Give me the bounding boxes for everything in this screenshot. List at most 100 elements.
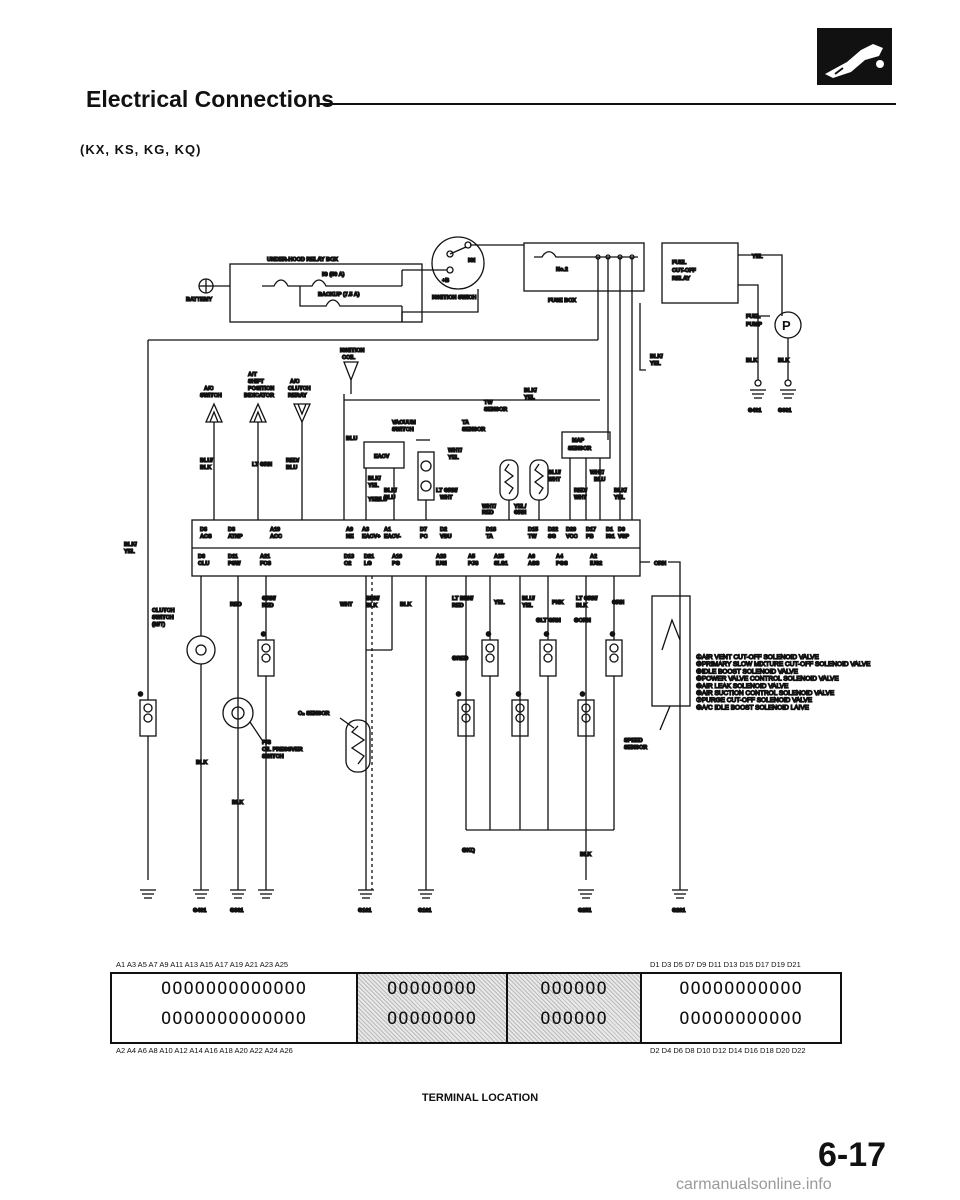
connector-block-b: OOOOOOOO OOOOOOOO: [356, 972, 508, 1044]
page-title: Electrical Connections: [86, 86, 334, 112]
ecu-terminal-name: ACS: [200, 534, 212, 540]
legend-item: ⑧A/C IDLE BOOST SOLENOID LAIVE: [696, 703, 810, 711]
ecu-terminal-id: A23: [436, 554, 446, 560]
wire-label: WHT: [574, 495, 587, 501]
wire-label: BLK: [400, 602, 411, 608]
clutch-switch: CLUTCH SWITCH (M/T): [151, 607, 216, 665]
ecu-terminal-id: D8: [198, 554, 205, 560]
wire-label: BLK: [576, 603, 587, 609]
ground-symbol: [672, 889, 688, 899]
ac-clutch-label: CLUTCH: [288, 386, 311, 392]
ecu-terminal-name: PSW: [228, 561, 241, 567]
ecu-terminal-name: PC: [420, 534, 428, 540]
wire-label: YEL: [614, 495, 625, 501]
wire-label: GRN/: [262, 596, 276, 602]
wire-label: BLU: [384, 495, 395, 501]
ecu-terminal-name: SLS1: [494, 561, 508, 567]
solenoid-7: ⑦: [577, 690, 595, 737]
wire-blk-label: BLK: [746, 358, 757, 364]
ecu-block: [191, 519, 641, 577]
ecu-terminal-id: D21: [364, 554, 374, 560]
tw-thermistor: [529, 459, 549, 501]
ps-pressure-switch: P/S OIL PRESSVER SWITCH: [222, 697, 303, 761]
relay-box-label: UNDER-HOOD RELAY BOX: [267, 257, 338, 263]
ground-symbol: [418, 889, 434, 899]
ecu-terminal-id: A1: [384, 527, 391, 533]
ecu-terminal-name: ASS: [528, 561, 540, 567]
fuse-backup-label: BACKUP (7.5 A): [318, 292, 360, 298]
eacv-label: EACV: [374, 454, 390, 460]
ecu-terminal-id: D7: [420, 527, 427, 533]
pin-row: OOOOOOOOOOOOO: [160, 1009, 308, 1029]
at-shift-label: INDICATOR: [244, 393, 274, 399]
ecu-terminal-id: A5: [468, 554, 475, 560]
at-shift-label: POSITION: [248, 386, 274, 392]
ecu-terminal-id: A9: [346, 527, 353, 533]
ac-clutch-label: RERAY: [288, 393, 307, 399]
legend-item: ⑦PURGE CUT-OFF SOLENOID VALVE: [696, 696, 813, 704]
pins-bottom-right: D2 D4 D6 D8 D10 D12 D14 D16 D18 D20 D22: [650, 1046, 806, 1055]
ground-label: G401: [748, 408, 761, 414]
wire-label: RED: [262, 603, 274, 609]
ground-g601: G601: [777, 379, 796, 415]
ecu-terminal-id: A19: [270, 527, 280, 533]
ecu-terminal-name: TW: [528, 534, 537, 540]
wire-label: BLU: [346, 436, 357, 442]
circled-number: ④: [486, 631, 492, 638]
ground-label: G201: [672, 908, 685, 914]
ecu-terminal-id: A2: [590, 554, 597, 560]
wire-label: BLK: [232, 800, 243, 806]
o2-sensor-label: O₂ SENSOR: [298, 711, 330, 717]
ecu-terminal-name: FCS: [260, 561, 271, 567]
ecu-terminal-name: IUSI: [436, 561, 447, 567]
wire-label: BLK/: [650, 354, 663, 360]
ecu-terminal-id: A25: [494, 554, 504, 560]
eacv: EACV: [363, 441, 405, 469]
ecu-terminal-name: TA: [486, 534, 493, 540]
wire-label: BLU: [376, 497, 387, 503]
solenoid-3: ③: [455, 690, 475, 737]
wire-label: LT GRN/: [436, 488, 458, 494]
ac-switch-label: SWITCH: [200, 393, 222, 399]
circled-number: ⑤: [544, 631, 550, 638]
title-rule: [318, 103, 896, 105]
ecu-terminal-id: A21: [260, 554, 270, 560]
ground-symbol: [193, 889, 209, 899]
ecu-terminal-id: D18: [486, 527, 496, 533]
o2-sensor: O₂ SENSOR: [297, 710, 371, 773]
ac-clutch-label: A/C: [290, 379, 300, 385]
section-logo-icon: [817, 28, 892, 85]
ecu-terminal-name: EACV+: [362, 534, 381, 540]
ecu-terminal-id: D2: [440, 527, 447, 533]
ignition-coil-symbol: [343, 361, 359, 382]
ecu-terminal-name: PB: [586, 534, 594, 540]
wire-label: ✳KQ: [462, 847, 476, 854]
ac-switch-label: A/C: [204, 386, 214, 392]
wire-label: GRN: [612, 600, 624, 606]
wire-label: YEL: [524, 395, 535, 401]
ac-clutch-relay: A/C CLUTCH RERAY: [287, 378, 311, 424]
ignition-switch: IGI +B IGNITION SWICH: [431, 236, 485, 302]
wire-label: BLU/: [548, 470, 561, 476]
wire-label: LT BRN/: [452, 596, 474, 602]
ps-switch-label: SWITCH: [262, 754, 284, 760]
wire-label: BLK/: [124, 542, 137, 548]
fuel-relay-label-3: RELAY: [672, 276, 690, 282]
ecu-terminal-id: A6: [528, 554, 535, 560]
legend-item: ⑤AIR LEAK SOLENOID VALVE: [696, 682, 789, 690]
ecu-terminal-id: D8: [200, 527, 207, 533]
ecu-terminal-name: CLU: [198, 561, 209, 567]
wire-label: WHT: [340, 602, 353, 608]
wire-label: ✳RED: [452, 655, 468, 662]
circled-number: ①: [138, 691, 144, 698]
connector-block-a: OOOOOOOOOOOOO OOOOOOOOOOOOO: [110, 972, 358, 1044]
ac-switch: A/C SWITCH: [199, 385, 224, 423]
pin-row: OOOOOOOOOOOOO: [160, 979, 308, 999]
wire-yel-label: YEL: [752, 254, 763, 260]
fuse-no2-label: No.2: [556, 267, 568, 273]
ecu-terminal-name: PGS: [556, 561, 568, 567]
ecu-terminal-name: ATNP: [228, 534, 243, 540]
clutch-switch-label: (M/T): [152, 622, 165, 628]
pins-top-right: D1 D3 D5 D7 D9 D11 D13 D15 D17 D19 D21: [650, 960, 801, 969]
ecu-terminal-id: D17: [586, 527, 596, 533]
